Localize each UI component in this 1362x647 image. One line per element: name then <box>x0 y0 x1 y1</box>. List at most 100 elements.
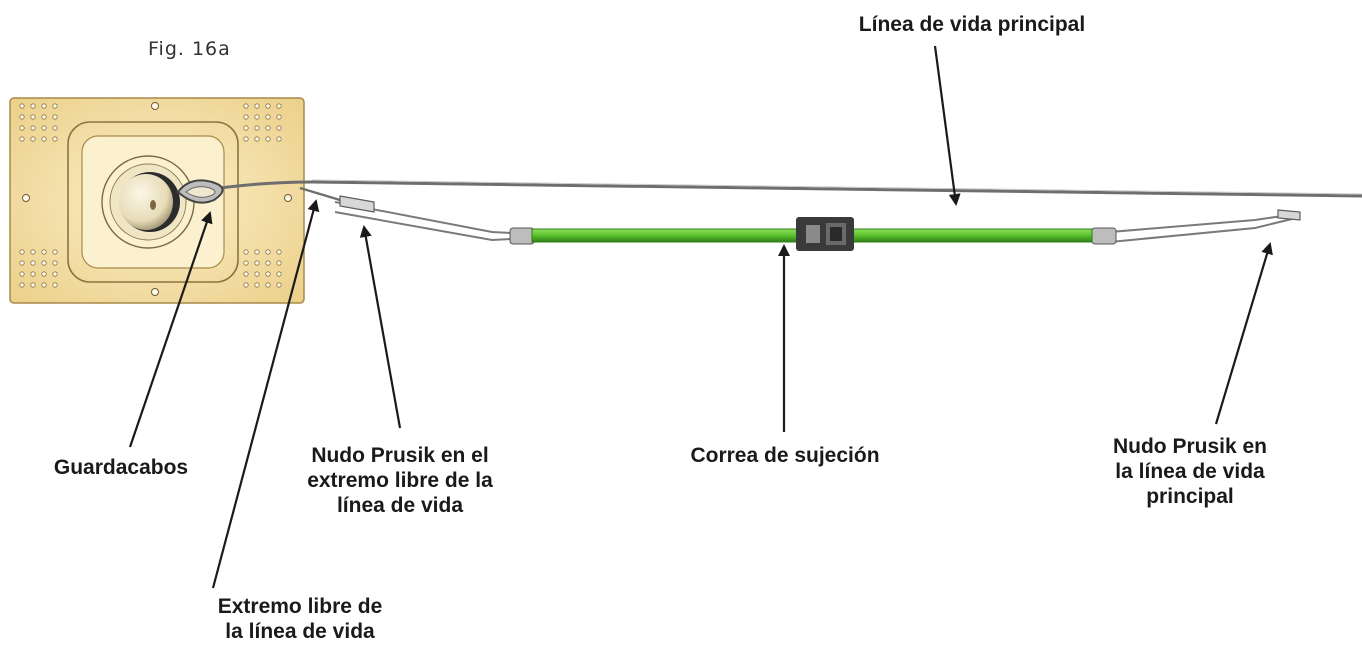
plate-hole <box>276 136 282 142</box>
plate-hole <box>243 125 249 131</box>
plate-hole <box>265 282 271 288</box>
plate-hole <box>19 103 25 109</box>
plate-screw-hole <box>22 194 30 202</box>
plate-hole <box>52 282 58 288</box>
label-free-end: Extremo libre de la línea de vida <box>180 594 420 644</box>
plate-hole <box>41 271 47 277</box>
label-prusik-main: Nudo Prusik en la línea de vida principa… <box>1070 434 1310 509</box>
label-strap: Correa de sujeción <box>640 443 930 468</box>
eye-bolt <box>101 155 195 249</box>
plate-hole <box>41 103 47 109</box>
label-leaders <box>128 45 1273 589</box>
plate-hole <box>265 114 271 120</box>
label-thimble-text: Guardacabos <box>53 456 189 479</box>
label-line: principal <box>1146 485 1234 508</box>
leader-prusik-main <box>1214 242 1273 425</box>
leader-free-end <box>211 199 320 589</box>
plate-hole <box>19 114 25 120</box>
plate-hole <box>276 125 282 131</box>
plate-mounting-holes <box>19 102 292 296</box>
plate-hole <box>52 103 58 109</box>
label-main-lifeline-text: Línea de vida principal <box>858 13 1086 36</box>
strap-buckle <box>796 217 854 251</box>
leader-thimble <box>128 211 213 448</box>
plate-hole <box>19 282 25 288</box>
plate-hole <box>265 249 271 255</box>
prusik-knot-main-line <box>1091 209 1301 245</box>
figure-title: Fig. 16a <box>148 38 231 60</box>
plate-hole <box>254 249 260 255</box>
plate-hole <box>52 136 58 142</box>
plate-hole <box>265 260 271 266</box>
plate-hole <box>30 260 36 266</box>
plate-hole <box>243 249 249 255</box>
thimble <box>176 179 224 204</box>
plate-hole <box>254 114 260 120</box>
plate-hole <box>243 103 249 109</box>
plate-hole <box>52 114 58 120</box>
plate-hole <box>41 114 47 120</box>
main-lifeline-cable <box>204 180 1362 198</box>
plate-hole <box>276 249 282 255</box>
plate-hole <box>243 271 249 277</box>
plate-hole <box>243 136 249 142</box>
plate-hole <box>52 125 58 131</box>
plate-hole <box>41 249 47 255</box>
label-thimble: Guardacabos <box>26 455 216 480</box>
label-strap-text: Correa de sujeción <box>690 444 880 467</box>
plate-hole <box>30 249 36 255</box>
label-line: Extremo libre de <box>217 595 383 618</box>
plate-hole <box>254 136 260 142</box>
plate-hole <box>276 282 282 288</box>
plate-hole <box>19 125 25 131</box>
leader-main-lifeline <box>933 45 961 206</box>
plate-hole <box>265 125 271 131</box>
plate-screw-hole <box>284 194 292 202</box>
plate-hole <box>254 260 260 266</box>
plate-hole <box>19 136 25 142</box>
plate-hole <box>243 114 249 120</box>
label-line: extremo libre de la <box>307 469 493 492</box>
plate-hole <box>276 103 282 109</box>
plate-hole <box>30 103 36 109</box>
plate-hole <box>30 114 36 120</box>
plate-hole <box>19 271 25 277</box>
plate-hole <box>19 260 25 266</box>
plate-screw-hole <box>151 288 159 296</box>
plate-hole <box>254 125 260 131</box>
plate-hole <box>41 282 47 288</box>
label-line: la línea de vida <box>225 620 375 643</box>
plate-hole <box>243 282 249 288</box>
plate-hole <box>30 136 36 142</box>
plate-hole <box>19 249 25 255</box>
plate-hole <box>265 136 271 142</box>
plate-hole <box>41 260 47 266</box>
plate-hole <box>243 260 249 266</box>
plate-hole <box>265 103 271 109</box>
plate-hole <box>30 271 36 277</box>
label-line: línea de vida <box>336 494 464 517</box>
strap <box>531 217 1093 251</box>
prusik-knot-free-end <box>334 195 535 245</box>
plate-hole <box>41 136 47 142</box>
label-prusik-free-end: Nudo Prusik en el extremo libre de la lí… <box>280 443 520 518</box>
plate-hole <box>30 282 36 288</box>
leader-prusik-free-end <box>359 225 402 429</box>
label-main-lifeline: Línea de vida principal <box>842 12 1102 37</box>
plate-hole <box>30 125 36 131</box>
plate-hole <box>254 103 260 109</box>
plate-hole <box>276 260 282 266</box>
label-line: Nudo Prusik en el <box>311 444 489 467</box>
plate-hole <box>52 271 58 277</box>
label-line: Nudo Prusik en <box>1112 435 1268 458</box>
plate-hole <box>265 271 271 277</box>
plate-hole <box>254 271 260 277</box>
plate-hole <box>276 114 282 120</box>
plate-hole <box>254 282 260 288</box>
plate-hole <box>52 249 58 255</box>
plate-hole <box>41 125 47 131</box>
label-line: la línea de vida <box>1115 460 1265 483</box>
plate-screw-hole <box>151 102 159 110</box>
plate-hole <box>52 260 58 266</box>
